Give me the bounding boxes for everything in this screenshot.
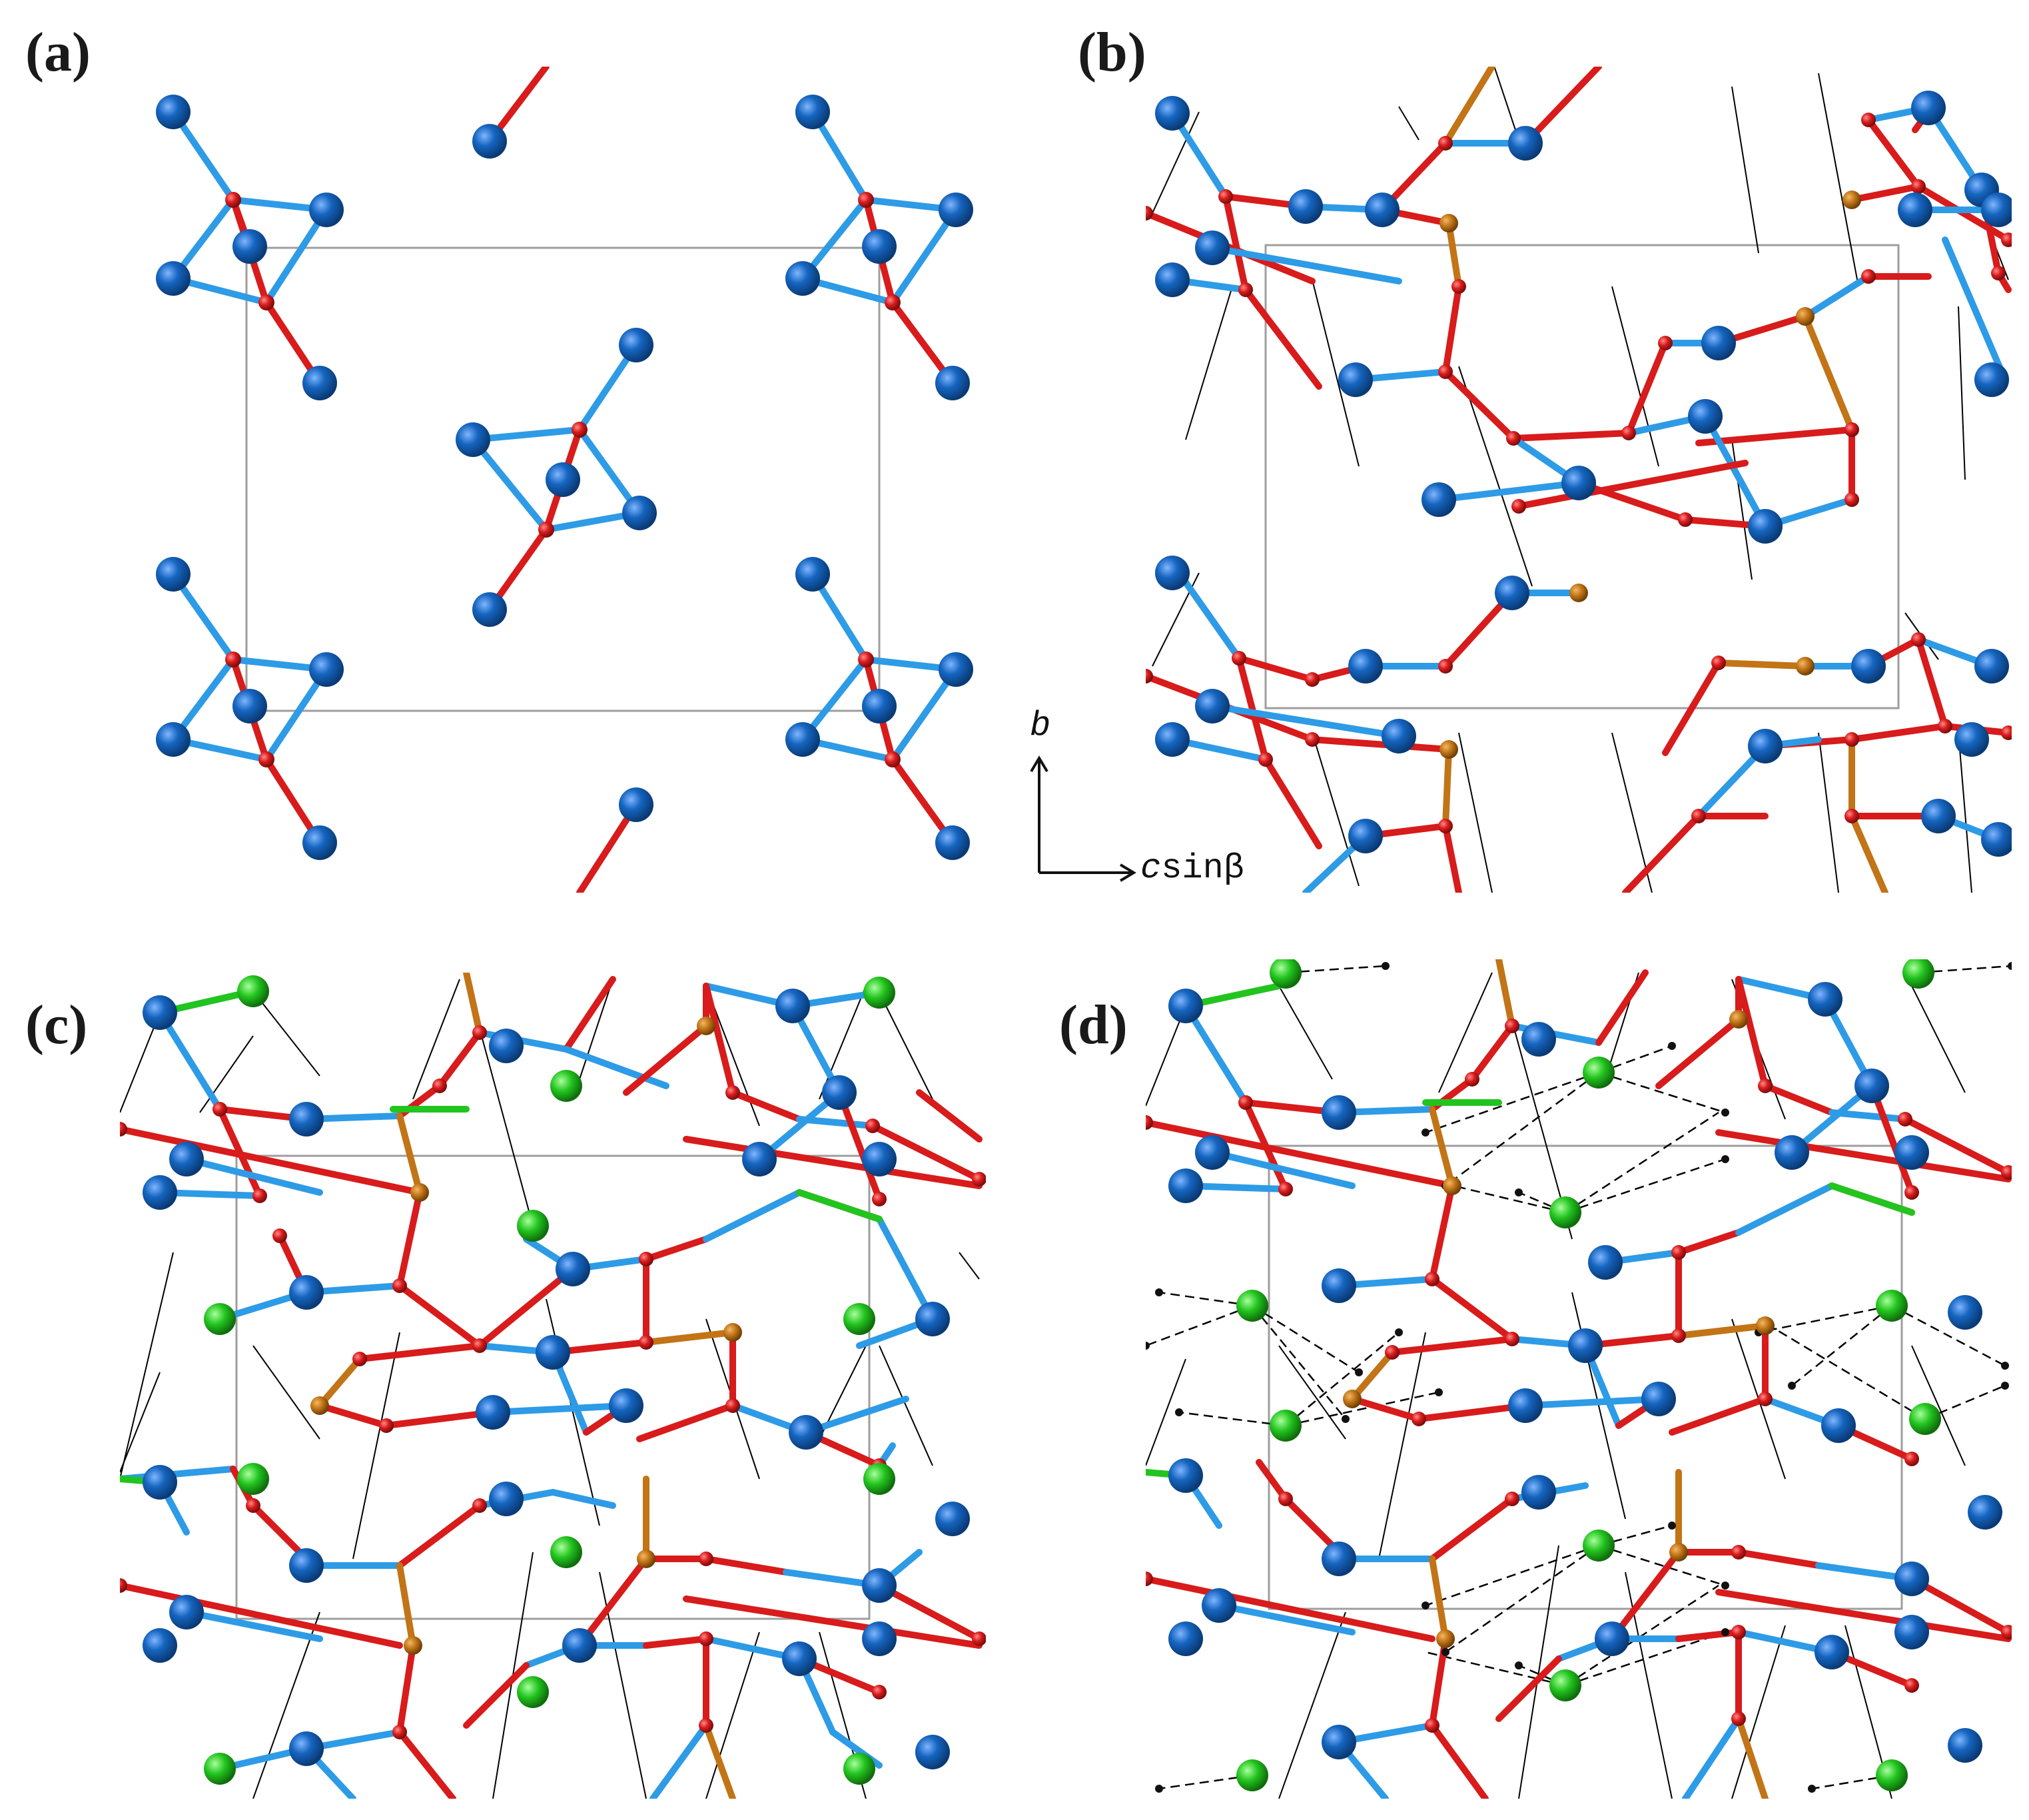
contact-lines — [1146, 972, 1966, 1799]
axis-label-c: c — [1140, 849, 1162, 888]
panel-c-structure — [120, 973, 986, 1799]
orange-atoms — [310, 1017, 742, 1655]
axis-label-sinbeta: sinβ — [1161, 849, 1245, 888]
halogen-atoms — [204, 975, 895, 1785]
panel-b-structure — [1146, 67, 2012, 893]
hydrogen-atoms — [1146, 962, 2012, 1793]
panel-label-d: (d) — [1059, 994, 1128, 1056]
oxygen-atoms — [1146, 113, 2012, 833]
unit-cell — [245, 246, 881, 712]
panel-label-b: (b) — [1078, 21, 1146, 83]
unit-cell — [1264, 244, 1900, 709]
oxygen-atoms — [1146, 1019, 2012, 1733]
metal-atoms — [156, 95, 973, 860]
axis-indicator — [1030, 755, 1136, 882]
unit-cell — [1268, 1144, 1903, 1610]
axis-label-csinbeta: csinβ — [1140, 849, 1244, 888]
unit-cell — [235, 1154, 871, 1620]
axis-label-b: b — [1030, 706, 1051, 745]
metal-atoms — [143, 989, 970, 1769]
orange-atoms — [1343, 1010, 1775, 1648]
panel-d-structure — [1146, 959, 2012, 1799]
oxygen-atoms — [225, 192, 901, 767]
panel-label-c: (c) — [25, 994, 88, 1056]
orange-atoms — [1439, 191, 1861, 759]
metal-atoms — [1168, 982, 2002, 1763]
panel-a-structure — [156, 67, 973, 893]
halogen-atoms — [1236, 959, 1941, 1791]
metal-atoms — [1155, 91, 2012, 857]
panel-label-a: (a) — [25, 21, 91, 83]
